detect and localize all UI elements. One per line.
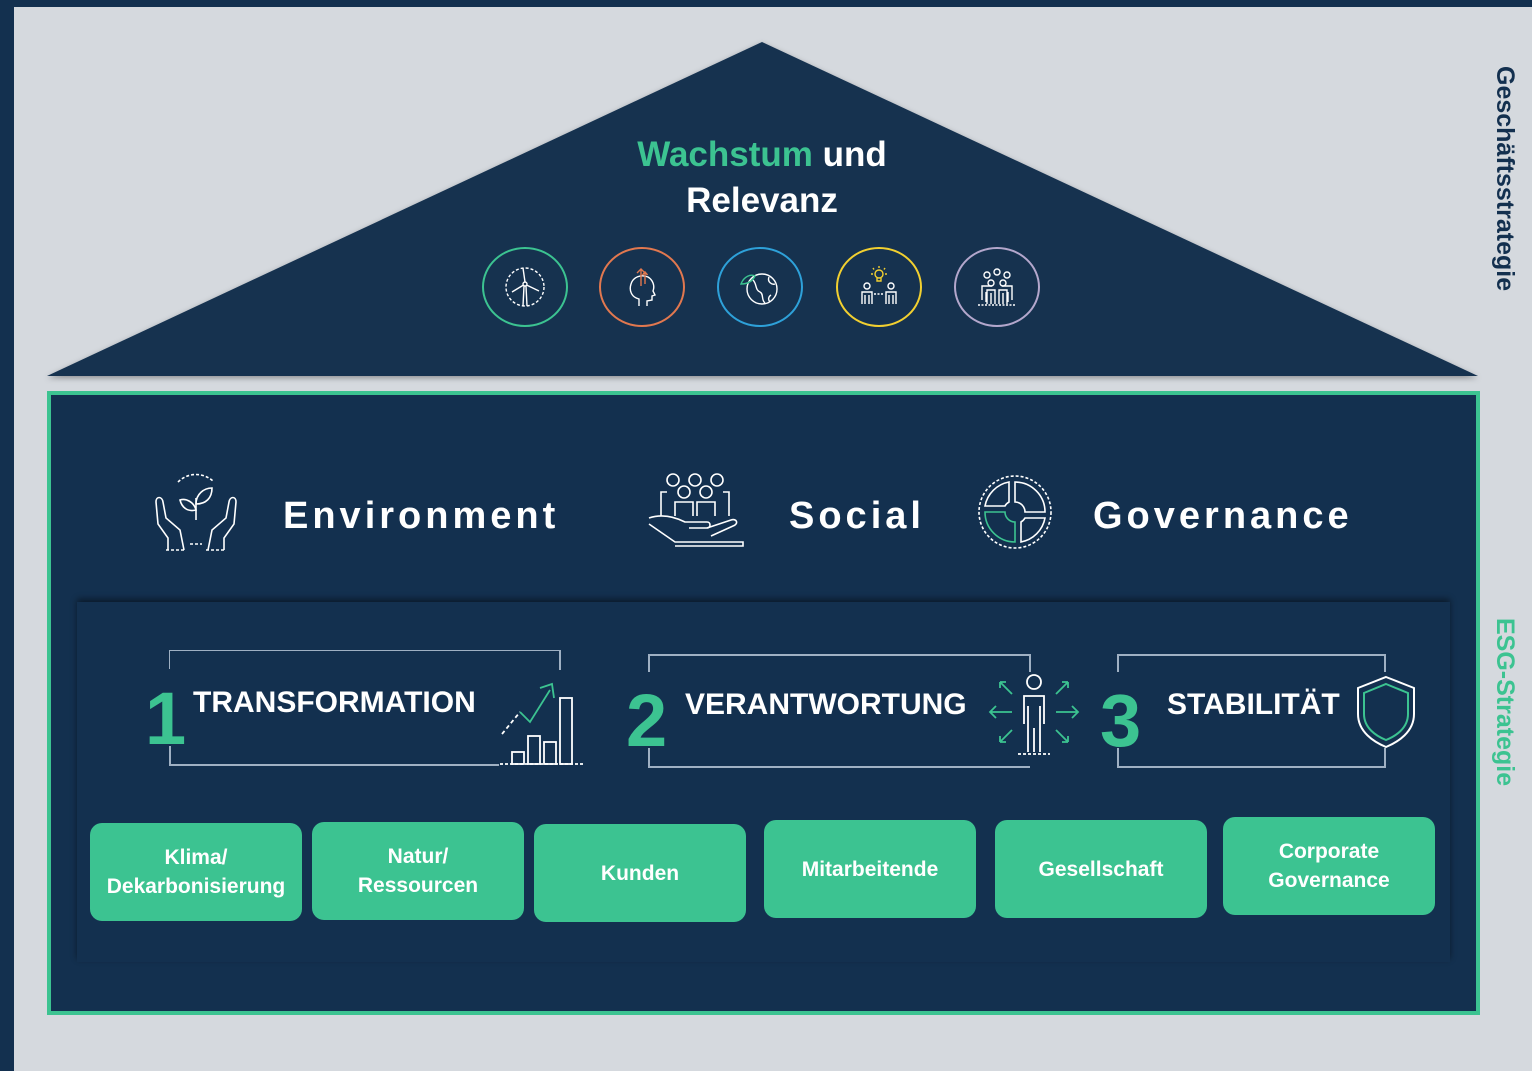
pillar-3-frame-left-bottom bbox=[1117, 748, 1119, 768]
pillar-1-frame-corner bbox=[559, 650, 561, 670]
head-growth-icon bbox=[599, 247, 685, 327]
pillar-1-number: 1 bbox=[145, 677, 187, 760]
person-arrows-icon bbox=[986, 672, 1082, 767]
pillar-1-frame-corner-bottom bbox=[169, 746, 171, 766]
hands-plant-icon bbox=[150, 470, 242, 565]
roof-title-line2: Relevanz bbox=[686, 181, 838, 220]
shield-icon bbox=[1354, 674, 1418, 755]
governance-heading: Governance bbox=[1093, 495, 1353, 537]
team-icon bbox=[954, 247, 1040, 327]
pillar-2-frame-bottom bbox=[648, 766, 1030, 768]
roof-title-accent: Wachstum bbox=[637, 135, 813, 174]
topic-corporate-line2: Governance bbox=[1268, 869, 1390, 892]
side-label-esg-strategy: ESG-Strategie bbox=[1491, 618, 1519, 787]
pillar-2-number: 2 bbox=[626, 679, 668, 762]
pillar-1-label: TRANSFORMATION bbox=[193, 686, 476, 719]
pillar-3-frame-top bbox=[1117, 654, 1385, 656]
pillar-3-frame-right-bottom bbox=[1384, 748, 1386, 768]
pie-chart-icon bbox=[975, 472, 1055, 557]
pillar-2-frame-top bbox=[648, 654, 1030, 656]
pillars-panel bbox=[77, 602, 1450, 962]
people-idea-icon bbox=[836, 247, 922, 327]
pillar-3-frame-right bbox=[1384, 654, 1386, 672]
topic-corporate-line1: Corporate bbox=[1278, 840, 1380, 863]
topic-kunden-label: Kunden bbox=[600, 861, 680, 885]
pillar-1-frame-top bbox=[169, 650, 561, 669]
topic-gesellschaft: Gesellschaft bbox=[995, 820, 1207, 918]
pillar-3-frame-bottom bbox=[1117, 766, 1385, 768]
globe-leaf-icon bbox=[717, 247, 803, 327]
pillar-2-frame-left-bottom bbox=[648, 748, 650, 768]
side-label-business-strategy: Geschäftsstrategie bbox=[1491, 66, 1519, 292]
topic-kunden: Kunden bbox=[534, 824, 746, 922]
topic-natur-line1: Natur/ bbox=[387, 845, 449, 868]
roof-title-rest: und bbox=[812, 135, 887, 174]
pillar-3-number: 3 bbox=[1100, 679, 1142, 762]
pillar-2-frame-right bbox=[1029, 654, 1031, 672]
pillar-3-frame-left bbox=[1117, 654, 1119, 672]
topic-natur-line2: Ressourcen bbox=[357, 874, 479, 897]
social-heading: Social bbox=[789, 495, 925, 537]
topic-klima-line1: Klima/ bbox=[164, 846, 228, 869]
pillar-2-label: VERANTWORTUNG bbox=[685, 688, 967, 721]
growth-chart-icon bbox=[498, 676, 588, 773]
pillar-2-frame-left bbox=[648, 654, 650, 672]
wind-turbine-icon bbox=[482, 247, 568, 327]
pillar-3-label: STABILITÄT bbox=[1167, 688, 1340, 721]
topic-mitarbeitende: Mitarbeitende bbox=[764, 820, 976, 918]
pillar-1-frame-bottom bbox=[169, 764, 499, 766]
topic-gesellschaft-label: Gesellschaft bbox=[1038, 857, 1164, 881]
topic-klima-line2: Dekarbonisierung bbox=[106, 875, 286, 898]
hand-people-icon bbox=[645, 470, 749, 557]
environment-heading: Environment bbox=[283, 495, 560, 537]
roof-title: Wachstum und Relevanz bbox=[560, 132, 964, 224]
topic-klima: Klima/Dekarbonisierung bbox=[90, 823, 302, 921]
topic-mitarbeitende-label: Mitarbeitende bbox=[801, 857, 939, 881]
topic-natur: Natur/Ressourcen bbox=[312, 822, 524, 920]
